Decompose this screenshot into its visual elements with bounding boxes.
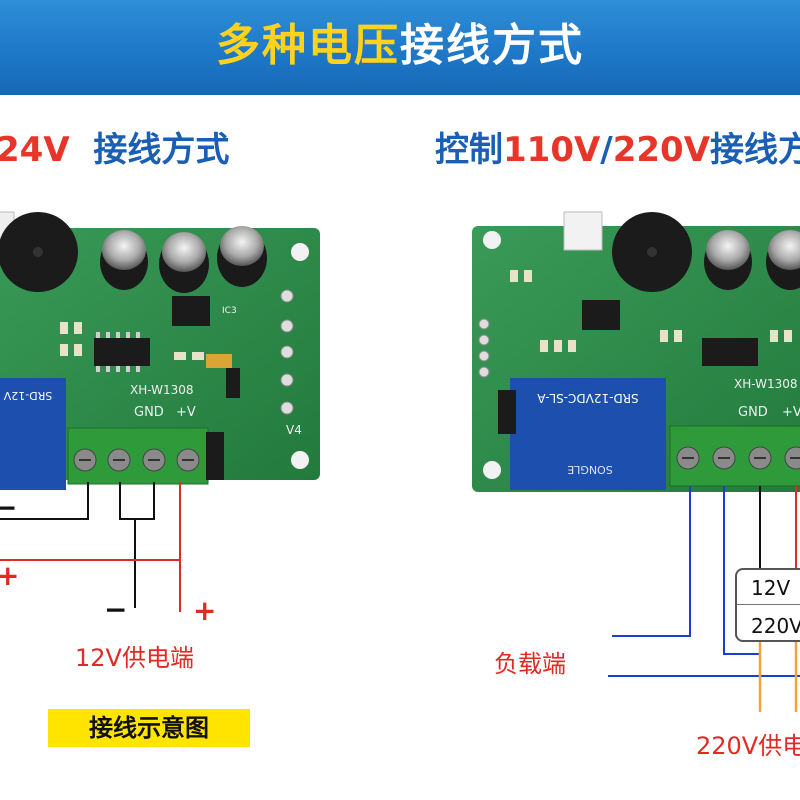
bottom-plus-sign: +	[193, 594, 217, 627]
power-adapter-box: 12V 220V	[735, 568, 800, 642]
right-pcb-board: SRD-12VDC-SL-A SONGLE XH-W1308 GND +V	[472, 211, 800, 712]
right-title-prefix: 控制	[435, 130, 503, 170]
capacitor-icon	[217, 226, 267, 287]
right-relay-label: SRD-12VDC-SL-A	[537, 391, 639, 405]
right-board-model: XH-W1308	[734, 377, 798, 391]
left-v-label: +V	[176, 405, 196, 420]
right-load-label: 负载端	[494, 650, 566, 678]
ic-chip-icon	[172, 296, 210, 326]
left-section-title: 24V 接线方式	[0, 128, 229, 172]
right-v-label: +V	[782, 405, 800, 420]
left-board-model: XH-W1308	[130, 383, 194, 397]
title-part-1: 多种电压	[216, 20, 400, 71]
left-pcb-board: SRD-12V XH-W1308 GND +V IC3 V4	[0, 211, 320, 612]
left-plus-sign: +	[0, 559, 20, 592]
adapter-220v-label: 220V	[751, 614, 800, 638]
diagram-caption: 接线示意图	[48, 709, 250, 747]
left-v4-label: V4	[286, 423, 302, 437]
title-part-2: 接线方式	[400, 20, 584, 71]
ic-chip-icon	[702, 338, 758, 366]
capacitor-icon	[100, 230, 148, 290]
capacitor-icon	[159, 232, 209, 293]
header-banner: 多种电压接线方式	[0, 0, 800, 95]
capacitor-icon	[766, 230, 800, 290]
left-title-suffix: 接线方式	[93, 130, 230, 170]
ic-chip-icon	[582, 300, 620, 330]
adapter-12v-label: 12V	[751, 576, 791, 600]
right-title-v2: 220V	[612, 130, 711, 170]
left-supply-label: 12V供电端	[75, 644, 194, 672]
left-relay-label: SRD-12V	[3, 389, 52, 402]
right-title-slash: /	[600, 130, 613, 170]
relay-block	[0, 378, 66, 490]
left-gnd-label: GND	[134, 405, 164, 420]
right-title-suffix: 接线方	[710, 130, 800, 170]
capacitor-icon	[704, 230, 752, 290]
page-title: 多种电压接线方式	[0, 18, 800, 74]
relay-block	[510, 378, 666, 490]
left-minus-sign: −	[0, 491, 18, 524]
left-ic-label: IC3	[222, 306, 237, 316]
ic-chip-icon	[94, 338, 150, 366]
bottom-minus-sign: −	[104, 593, 128, 626]
right-title-v1: 110V	[503, 130, 601, 170]
left-title-voltage: 24V	[0, 130, 70, 170]
right-supply-label: 220V供电	[696, 732, 800, 760]
right-section-title: 控制110V/220V接线方	[435, 128, 800, 172]
right-gnd-label: GND	[738, 405, 768, 420]
right-relay-brand: SONGLE	[567, 463, 613, 476]
